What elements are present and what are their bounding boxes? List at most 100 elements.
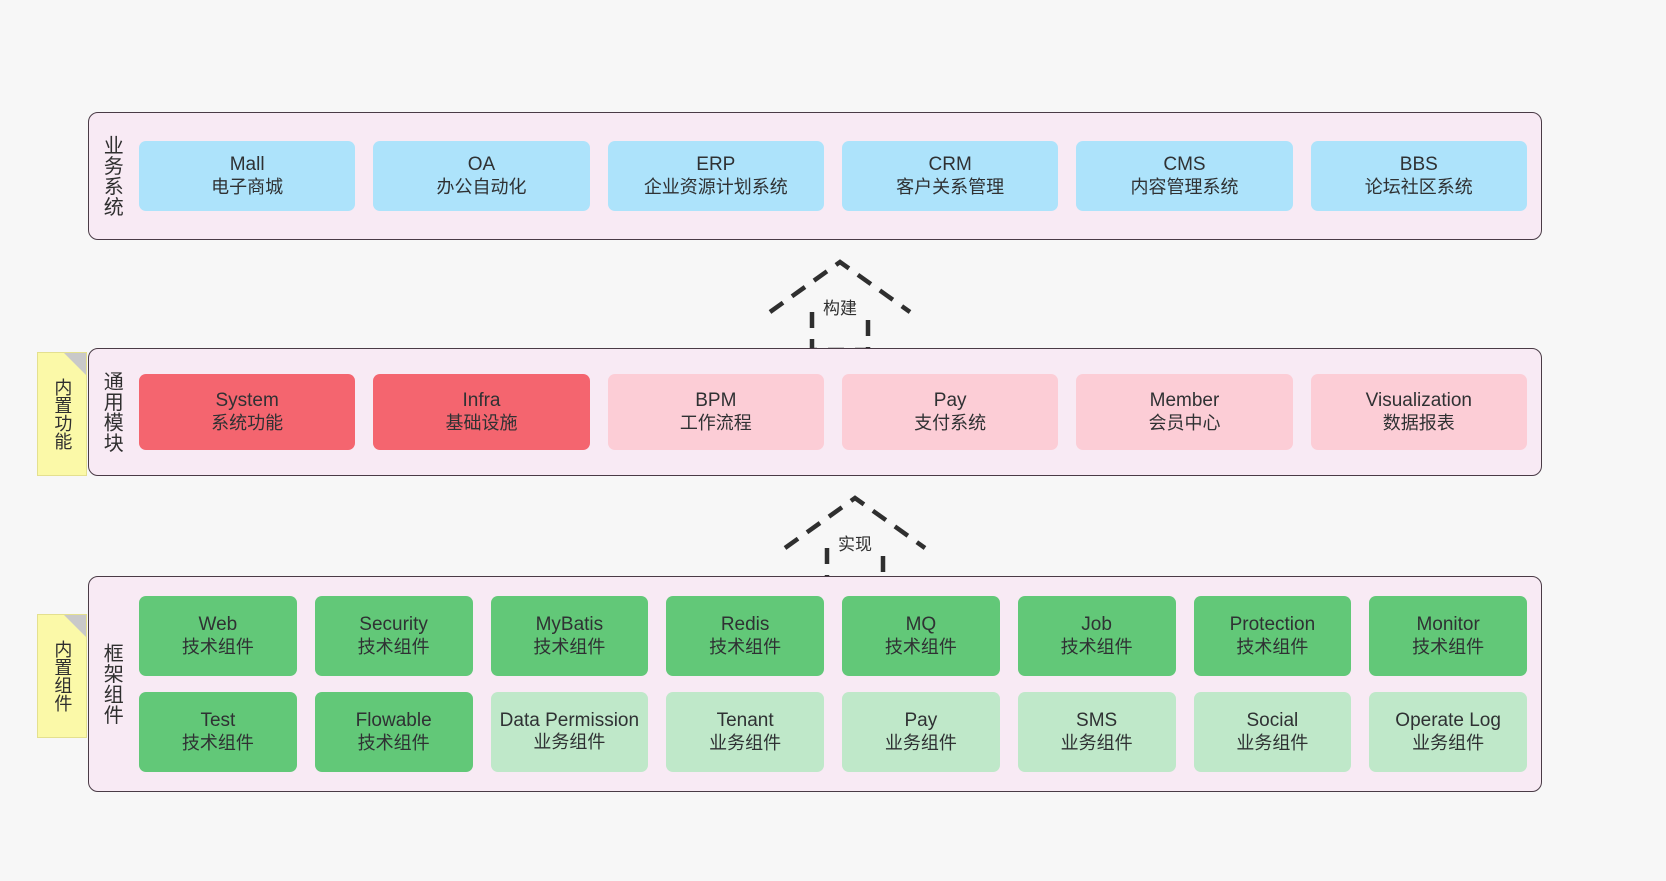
card-title: Test (200, 710, 236, 732)
card-subtitle: 内容管理系统 (1130, 176, 1239, 197)
card-operate-log[interactable]: Operate Log 业务组件 (1369, 692, 1527, 772)
card-cms[interactable]: CMS 内容管理系统 (1076, 141, 1293, 211)
card-row: System 系统功能 Infra 基础设施 BPM 工作流程 Pay 支付系统… (139, 374, 1527, 450)
card-title: Pay (904, 710, 938, 732)
card-title: Pay (933, 390, 967, 412)
card-subtitle: 技术组件 (1060, 636, 1133, 657)
card-title: Monitor (1416, 614, 1480, 636)
card-title: Data Permission (499, 709, 640, 731)
layer-body-framework: Web 技术组件 Security 技术组件 MyBatis 技术组件 Redi… (133, 577, 1541, 791)
card-title: Mall (229, 154, 265, 176)
card-data-permission[interactable]: Data Permission 业务组件 (490, 692, 649, 772)
card-subtitle: 系统功能 (211, 412, 284, 433)
card-title: BPM (695, 390, 737, 412)
card-pay-component[interactable]: Pay 业务组件 (842, 692, 1000, 772)
card-monitor[interactable]: Monitor 技术组件 (1369, 596, 1527, 676)
card-title: CMS (1163, 154, 1206, 176)
card-title: MQ (905, 614, 937, 636)
generalization-arrowhead (768, 259, 912, 314)
card-subtitle: 技术组件 (357, 636, 430, 657)
card-system[interactable]: System 系统功能 (139, 374, 356, 450)
card-tenant[interactable]: Tenant 业务组件 (666, 692, 824, 772)
note-label: 内置功能 (52, 378, 73, 450)
card-title: Security (359, 614, 428, 636)
card-subtitle: 业务组件 (884, 732, 957, 753)
card-subtitle: 业务组件 (533, 732, 606, 753)
card-title: Tenant (716, 710, 774, 732)
card-redis[interactable]: Redis 技术组件 (666, 596, 824, 676)
card-subtitle: 技术组件 (709, 636, 782, 657)
card-subtitle: 支付系统 (914, 412, 987, 433)
generalization-arrowhead (783, 495, 927, 550)
card-title: Member (1149, 390, 1220, 412)
card-subtitle: 办公自动化 (436, 176, 527, 197)
card-protection[interactable]: Protection 技术组件 (1193, 596, 1352, 676)
card-row: Test 技术组件 Flowable 技术组件 Data Permission … (139, 692, 1527, 772)
card-oa[interactable]: OA 办公自动化 (373, 141, 590, 211)
layer-body-common: System 系统功能 Infra 基础设施 BPM 工作流程 Pay 支付系统… (133, 349, 1541, 475)
card-test[interactable]: Test 技术组件 (139, 692, 297, 772)
card-title: BBS (1399, 154, 1438, 176)
card-subtitle: 业务组件 (1412, 732, 1485, 753)
card-bpm[interactable]: BPM 工作流程 (607, 374, 824, 450)
card-subtitle: 工作流程 (679, 412, 752, 433)
card-web[interactable]: Web 技术组件 (139, 596, 297, 676)
card-bbs[interactable]: BBS 论坛社区系统 (1310, 141, 1527, 211)
card-infra[interactable]: Infra 基础设施 (373, 374, 590, 450)
card-row: Web 技术组件 Security 技术组件 MyBatis 技术组件 Redi… (139, 596, 1527, 676)
card-title: System (215, 390, 279, 412)
connector-label-implement: 实现 (838, 535, 872, 554)
layer-title-framework: 框架组件 (100, 643, 123, 725)
card-title: Infra (462, 390, 501, 412)
card-subtitle: 业务组件 (1060, 732, 1133, 753)
card-mq[interactable]: MQ 技术组件 (842, 596, 1000, 676)
card-subtitle: 技术组件 (533, 636, 606, 657)
card-sms[interactable]: SMS 业务组件 (1017, 692, 1176, 772)
layer-title-common: 通用模块 (100, 371, 123, 453)
note-label: 内置组件 (52, 640, 73, 712)
card-visualization[interactable]: Visualization 数据报表 (1310, 374, 1527, 450)
layer-body-business: Mall 电子商城 OA 办公自动化 ERP 企业资源计划系统 CRM 客户关系… (133, 113, 1541, 239)
card-flowable[interactable]: Flowable 技术组件 (314, 692, 473, 772)
card-title: CRM (928, 154, 972, 176)
card-title: Job (1081, 614, 1112, 636)
card-subtitle: 技术组件 (1236, 636, 1309, 657)
card-subtitle: 技术组件 (1412, 636, 1485, 657)
card-subtitle: 业务组件 (1236, 732, 1309, 753)
card-mall[interactable]: Mall 电子商城 (139, 141, 356, 211)
card-subtitle: 数据报表 (1382, 412, 1455, 433)
card-pay-module[interactable]: Pay 支付系统 (841, 374, 1059, 450)
card-member[interactable]: Member 会员中心 (1076, 374, 1293, 450)
layer-common-module: 通用模块 System 系统功能 Infra 基础设施 BPM 工作流程 Pay… (88, 348, 1542, 476)
card-title: OA (467, 154, 496, 176)
layer-framework-component: 框架组件 Web 技术组件 Security 技术组件 MyBatis 技术组件… (88, 576, 1542, 792)
card-title: Operate Log (1395, 710, 1501, 732)
card-row: Mall 电子商城 OA 办公自动化 ERP 企业资源计划系统 CRM 客户关系… (139, 141, 1527, 211)
card-title: Web (198, 614, 238, 636)
card-subtitle: 技术组件 (181, 732, 254, 753)
card-title: ERP (696, 154, 736, 176)
layer-title-business: 业务系统 (100, 135, 123, 217)
card-title: Protection (1229, 614, 1316, 636)
card-job[interactable]: Job 技术组件 (1017, 596, 1176, 676)
connector-label-build: 构建 (823, 299, 857, 318)
connector-build: 构建 (760, 254, 920, 353)
card-title: Redis (720, 614, 770, 636)
card-erp[interactable]: ERP 企业资源计划系统 (607, 141, 824, 211)
card-subtitle: 客户关系管理 (896, 176, 1005, 197)
card-subtitle: 电子商城 (211, 176, 284, 197)
card-social[interactable]: Social 业务组件 (1193, 692, 1352, 772)
layer-business-system: 业务系统 Mall 电子商城 OA 办公自动化 ERP 企业资源计划系统 CRM… (88, 112, 1542, 240)
card-security[interactable]: Security 技术组件 (314, 596, 473, 676)
card-title: Visualization (1365, 390, 1472, 412)
note-builtin-components: 内置组件 (37, 614, 87, 738)
card-subtitle: 基础设施 (445, 412, 518, 433)
connector-implement: 实现 (775, 490, 935, 589)
note-builtin-functions: 内置功能 (37, 352, 87, 476)
card-mybatis[interactable]: MyBatis 技术组件 (490, 596, 649, 676)
card-subtitle: 会员中心 (1148, 412, 1221, 433)
card-crm[interactable]: CRM 客户关系管理 (841, 141, 1059, 211)
card-subtitle: 业务组件 (709, 732, 782, 753)
card-subtitle: 技术组件 (357, 732, 430, 753)
